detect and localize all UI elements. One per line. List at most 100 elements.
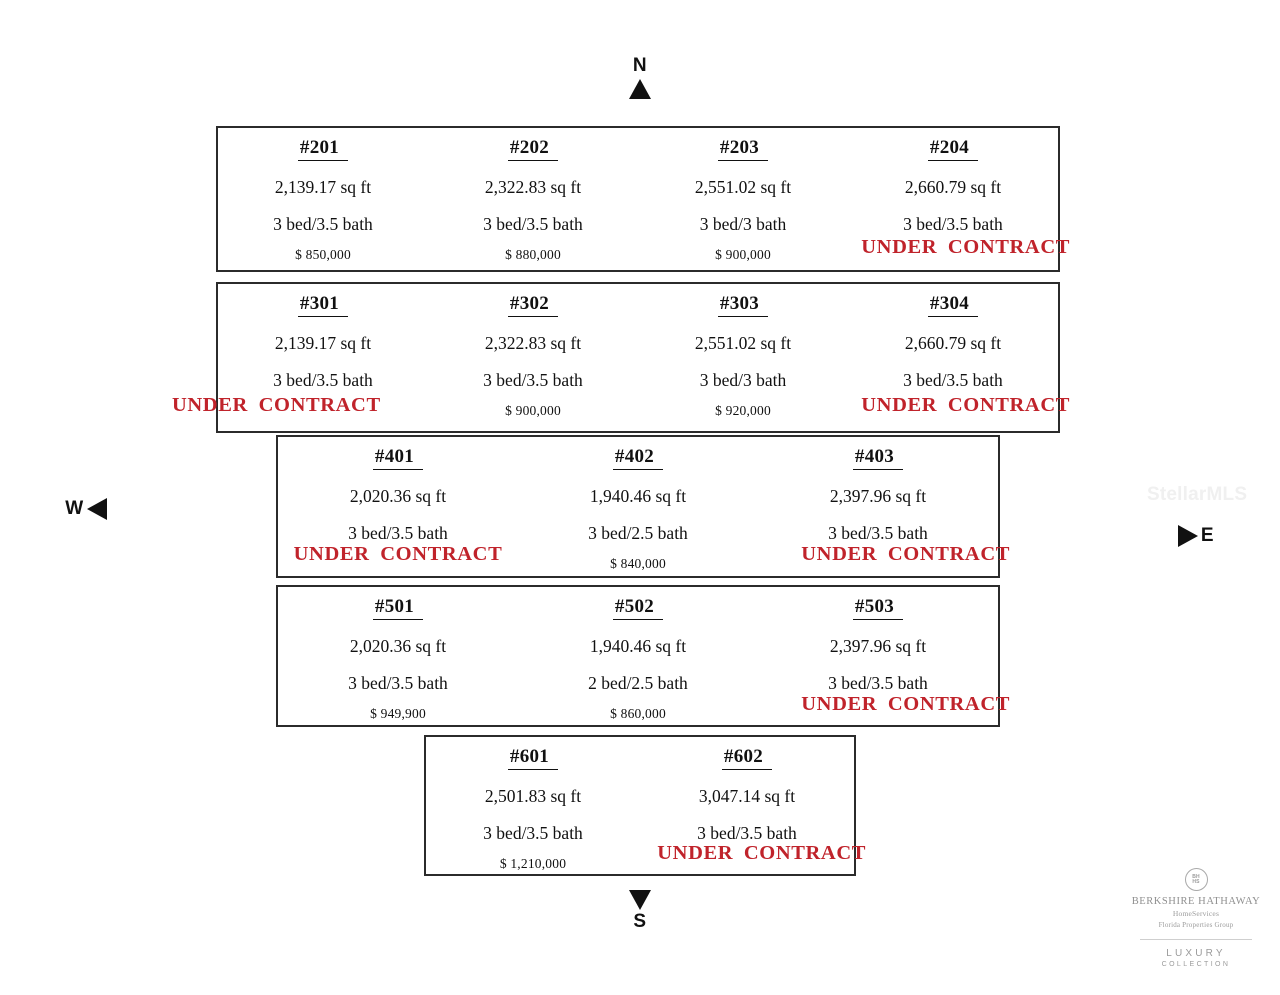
unit-beds: 3 bed/3.5 bath	[273, 369, 373, 390]
unit-size: 1,940.46 sq ft	[589, 485, 687, 506]
unit-beds: 3 bed/3.5 bath	[903, 369, 1003, 390]
compass-west-label: W	[65, 498, 84, 519]
unit-price: $ 949,900	[370, 705, 426, 721]
brokerage-logo: BH HS BERKSHIRE HATHAWAY HomeServices Fl…	[1126, 868, 1266, 968]
floor-row-5: #501 2,020.36 sq ft 3 bed/3.5 bath $ 949…	[276, 585, 1009, 727]
unit-beds: 3 bed/3.5 bath	[273, 213, 373, 234]
unit-size: 1,940.46 sq ft	[589, 635, 687, 656]
compass-south: S	[604, 890, 676, 933]
brand-name: BERKSHIRE HATHAWAY	[1131, 896, 1261, 907]
brand-subtitle: HomeServices	[1172, 909, 1220, 918]
status-badge: UNDER CONTRACT	[172, 394, 381, 416]
bhhs-seal-icon: BH HS	[1184, 868, 1208, 891]
unit-beds: 3 bed/3.5 bath	[903, 213, 1003, 234]
unit-id: #402	[612, 446, 664, 470]
arrow-left-icon	[86, 498, 107, 520]
floor-row-3: #301 2,139.17 sq ft 3 bed/3.5 bath UNDER…	[172, 282, 1069, 433]
status-badge: UNDER CONTRACT	[861, 394, 1070, 416]
unit-401[interactable]: #401 2,020.36 sq ft 3 bed/3.5 bath UNDER…	[278, 437, 518, 576]
unit-402[interactable]: #402 1,940.46 sq ft 3 bed/2.5 bath $ 840…	[518, 437, 758, 576]
unit-beds: 3 bed/3.5 bath	[828, 672, 928, 693]
compass-east: E	[1165, 525, 1227, 547]
unit-id: #304	[927, 293, 979, 317]
unit-size: 2,397.96 sq ft	[829, 635, 927, 656]
arrow-right-icon	[1177, 525, 1198, 547]
unit-304[interactable]: #304 2,660.79 sq ft 3 bed/3.5 bath UNDER…	[848, 284, 1069, 431]
unit-price: $ 850,000	[295, 246, 351, 262]
unit-id: #401	[372, 446, 424, 470]
brand-collection: COLLECTION	[1161, 961, 1231, 968]
unit-size: 2,660.79 sq ft	[904, 332, 1002, 353]
unit-price: $ 900,000	[505, 402, 561, 418]
unit-302[interactable]: #302 2,322.83 sq ft 3 bed/3.5 bath $ 900…	[428, 284, 638, 431]
unit-size: 2,322.83 sq ft	[484, 176, 582, 197]
compass-west: W	[55, 498, 117, 520]
unit-price: $ 900,000	[715, 246, 771, 262]
arrow-up-icon	[629, 79, 651, 99]
compass-east-label: E	[1200, 525, 1215, 546]
brand-group: Florida Properties Group	[1158, 921, 1234, 929]
unit-beds: 3 bed/3.5 bath	[348, 672, 448, 693]
unit-id: #302	[507, 293, 559, 317]
status-badge: UNDER CONTRACT	[657, 842, 866, 864]
unit-beds: 3 bed/3.5 bath	[697, 822, 797, 843]
floor-row-6: #601 2,501.83 sq ft 3 bed/3.5 bath $ 1,2…	[424, 735, 865, 876]
unit-size: 2,322.83 sq ft	[484, 332, 582, 353]
floor-row-4: #401 2,020.36 sq ft 3 bed/3.5 bath UNDER…	[276, 435, 1009, 578]
brand-divider	[1140, 939, 1252, 940]
unit-502[interactable]: #502 1,940.46 sq ft 2 bed/2.5 bath $ 860…	[518, 587, 758, 725]
unit-503[interactable]: #503 2,397.96 sq ft 3 bed/3.5 bath UNDER…	[758, 587, 1009, 725]
unit-id: #204	[927, 137, 979, 161]
brand-luxury: LUXURY	[1166, 948, 1226, 959]
unit-beds: 3 bed/3.5 bath	[483, 213, 583, 234]
unit-202[interactable]: #202 2,322.83 sq ft 3 bed/3.5 bath $ 880…	[428, 128, 638, 270]
unit-size: 2,660.79 sq ft	[904, 176, 1002, 197]
unit-403[interactable]: #403 2,397.96 sq ft 3 bed/3.5 bath UNDER…	[758, 437, 1009, 576]
unit-beds: 3 bed/3.5 bath	[828, 522, 928, 543]
unit-beds: 3 bed/3 bath	[699, 213, 787, 234]
unit-id: #501	[372, 596, 424, 620]
unit-price: $ 1,210,000	[499, 855, 567, 871]
stellar-mls-watermark: StellarMLS	[1147, 484, 1248, 505]
unit-id: #601	[507, 746, 559, 770]
unit-price: $ 880,000	[505, 246, 561, 262]
unit-size: 2,501.83 sq ft	[484, 785, 582, 806]
unit-id: #403	[852, 446, 904, 470]
unit-501[interactable]: #501 2,020.36 sq ft 3 bed/3.5 bath $ 949…	[278, 587, 518, 725]
unit-602[interactable]: #602 3,047.14 sq ft 3 bed/3.5 bath UNDER…	[640, 737, 865, 874]
unit-beds: 3 bed/3 bath	[699, 369, 787, 390]
unit-size: 2,139.17 sq ft	[274, 332, 372, 353]
unit-beds: 3 bed/2.5 bath	[588, 522, 688, 543]
unit-204[interactable]: #204 2,660.79 sq ft 3 bed/3.5 bath UNDER…	[848, 128, 1069, 270]
compass-north: N	[604, 55, 676, 99]
arrow-down-icon	[629, 890, 651, 910]
unit-601[interactable]: #601 2,501.83 sq ft 3 bed/3.5 bath $ 1,2…	[426, 737, 640, 874]
unit-id: #303	[717, 293, 769, 317]
unit-price: $ 860,000	[610, 705, 666, 721]
unit-size: 2,020.36 sq ft	[349, 635, 447, 656]
unit-size: 2,551.02 sq ft	[694, 176, 792, 197]
unit-203[interactable]: #203 2,551.02 sq ft 3 bed/3 bath $ 900,0…	[638, 128, 848, 270]
seal-line-1: BH	[1192, 873, 1200, 880]
unit-size: 2,020.36 sq ft	[349, 485, 447, 506]
unit-201[interactable]: #201 2,139.17 sq ft 3 bed/3.5 bath $ 850…	[218, 128, 428, 270]
status-badge: UNDER CONTRACT	[801, 693, 1010, 715]
unit-size: 2,139.17 sq ft	[274, 176, 372, 197]
unit-price: $ 920,000	[715, 402, 771, 418]
status-badge: UNDER CONTRACT	[861, 236, 1070, 258]
unit-id: #503	[852, 596, 904, 620]
seal-line-2: HS	[1192, 878, 1200, 885]
compass-south-label: S	[633, 911, 647, 932]
unit-size: 3,047.14 sq ft	[698, 785, 796, 806]
unit-beds: 2 bed/2.5 bath	[588, 672, 688, 693]
unit-303[interactable]: #303 2,551.02 sq ft 3 bed/3 bath $ 920,0…	[638, 284, 848, 431]
floor-row-2: #201 2,139.17 sq ft 3 bed/3.5 bath $ 850…	[216, 126, 1069, 272]
unit-beds: 3 bed/3.5 bath	[483, 822, 583, 843]
unit-id: #203	[717, 137, 769, 161]
unit-301[interactable]: #301 2,139.17 sq ft 3 bed/3.5 bath UNDER…	[172, 284, 428, 431]
unit-price: $ 840,000	[610, 555, 666, 571]
unit-size: 2,397.96 sq ft	[829, 485, 927, 506]
unit-size: 2,551.02 sq ft	[694, 332, 792, 353]
status-badge: UNDER CONTRACT	[293, 543, 503, 565]
